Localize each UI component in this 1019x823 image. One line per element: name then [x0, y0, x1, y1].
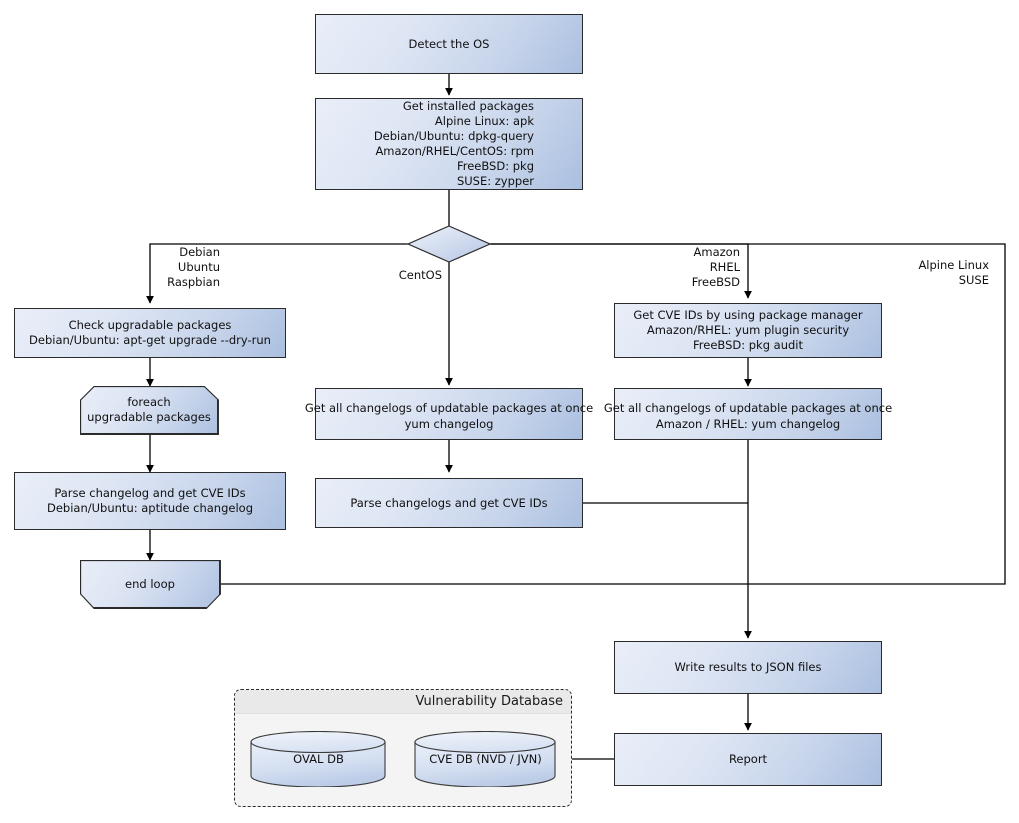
- line: Parse changelog and get CVE IDs: [54, 486, 246, 500]
- line: SUSE: [958, 273, 989, 287]
- line: upgradable packages: [87, 410, 211, 424]
- node-get-cve-ids-package-manager-label: Get CVE IDs by using package manager Ama…: [615, 308, 881, 353]
- node-end-loop[interactable]: end loop: [80, 560, 220, 608]
- line: FreeBSD: pkg audit: [692, 338, 804, 352]
- line: RHEL: [709, 260, 740, 274]
- line: Debian/Ubuntu: dpkg-query: [373, 129, 534, 143]
- node-end-loop-label: end loop: [125, 576, 175, 591]
- line: Debian/Ubuntu: aptitude changelog: [47, 501, 253, 515]
- node-changelogs-amazon[interactable]: [614, 388, 882, 440]
- line: Alpine Linux: [918, 258, 989, 272]
- node-check-upgradable-packages[interactable]: Check upgradable packages Debian/Ubuntu:…: [14, 308, 286, 358]
- node-parse-changelogs-centos-label: Parse changelogs and get CVE IDs: [350, 495, 548, 510]
- node-parse-changelog-debian[interactable]: Parse changelog and get CVE IDs Debian/U…: [14, 472, 286, 530]
- database-oval-db[interactable]: [250, 731, 387, 787]
- node-get-installed-packages[interactable]: Get installed packages Alpine Linux: apk…: [315, 98, 583, 190]
- line: FreeBSD: [691, 275, 740, 289]
- branch-label-centos: CentOS: [330, 268, 442, 283]
- line: Check upgradable packages: [68, 318, 232, 332]
- node-get-installed-packages-label: Get installed packages Alpine Linux: apk…: [316, 99, 582, 189]
- node-foreach-loop[interactable]: foreach upgradable packages: [80, 386, 218, 434]
- node-detect-os[interactable]: Detect the OS: [315, 14, 583, 74]
- node-get-cve-ids-package-manager[interactable]: Get CVE IDs by using package manager Ama…: [614, 303, 882, 358]
- line: FreeBSD: pkg: [456, 159, 534, 173]
- line: Ubuntu: [177, 260, 220, 274]
- database-cve-db[interactable]: [414, 731, 557, 787]
- node-parse-changelogs-centos[interactable]: Parse changelogs and get CVE IDs: [315, 478, 583, 528]
- os-decision-diamond: [406, 225, 492, 263]
- line: Amazon/RHEL/CentOS: rpm: [375, 144, 534, 158]
- node-report-label: Report: [728, 752, 768, 766]
- node-parse-changelog-debian-label: Parse changelog and get CVE IDs Debian/U…: [15, 486, 285, 516]
- line: SUSE: zypper: [456, 174, 534, 188]
- line: Get installed packages: [402, 99, 534, 113]
- node-foreach-loop-label: foreach upgradable packages: [87, 395, 211, 425]
- branch-label-debian: Debian Ubuntu Raspbian: [90, 245, 220, 290]
- branch-label-amazon: Amazon RHEL FreeBSD: [620, 245, 740, 290]
- branch-label-alpine: Alpine Linux SUSE: [870, 258, 989, 288]
- line: Debian/Ubuntu: apt-get upgrade --dry-run: [29, 333, 271, 347]
- node-check-upgradable-packages-label: Check upgradable packages Debian/Ubuntu:…: [15, 318, 285, 348]
- node-report[interactable]: Report: [614, 733, 882, 786]
- node-write-results-label: Write results to JSON files: [674, 660, 822, 674]
- line: Debian: [179, 245, 220, 259]
- group-vulnerability-database: Vulnerability Database: [234, 689, 572, 807]
- line: Amazon/RHEL: yum plugin security: [646, 323, 850, 337]
- line: Get CVE IDs by using package manager: [633, 308, 863, 322]
- node-changelogs-centos[interactable]: [315, 388, 583, 440]
- line: Alpine Linux: apk: [434, 114, 534, 128]
- line: foreach: [127, 395, 171, 409]
- line: CentOS: [398, 268, 442, 282]
- node-write-results[interactable]: Write results to JSON files: [614, 641, 882, 694]
- line: Raspbian: [167, 275, 220, 289]
- node-detect-os-label: Detect the OS: [408, 36, 490, 51]
- line: Amazon: [693, 245, 740, 259]
- group-vulnerability-database-title: Vulnerability Database: [235, 690, 571, 714]
